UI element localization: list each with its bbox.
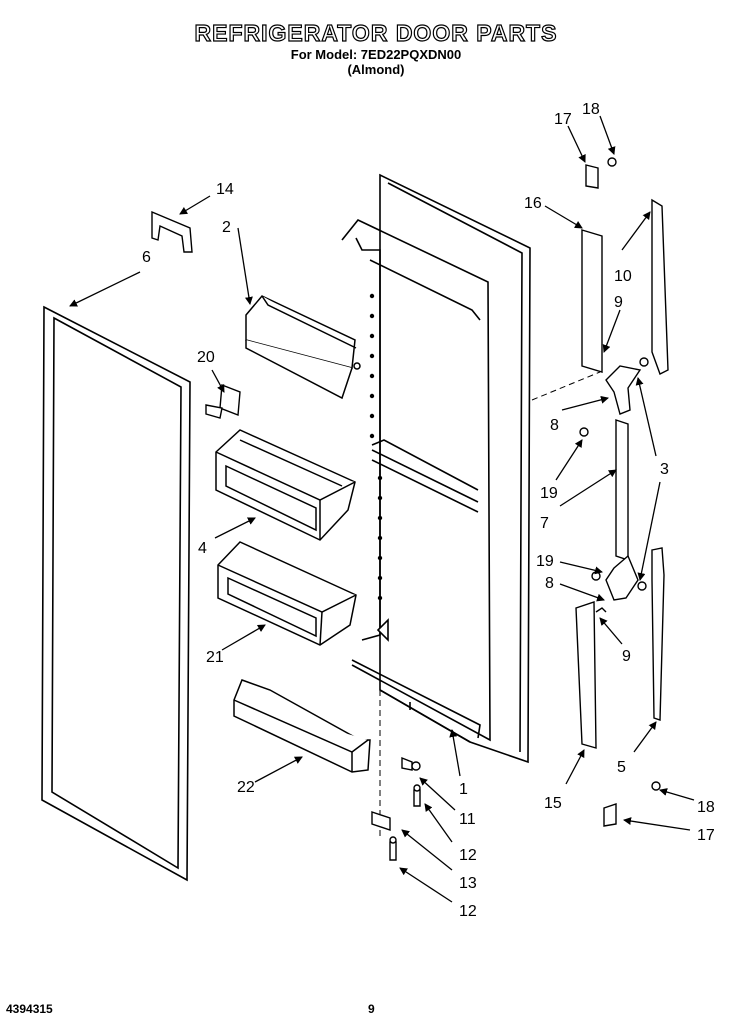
callout-13: 13 (459, 875, 477, 892)
callout-21: 21 (206, 649, 224, 666)
page-number: 9 (368, 1002, 375, 1016)
callout-19b: 19 (536, 553, 554, 570)
door-liner (341, 173, 531, 764)
hinge-axis-line-upper (531, 371, 601, 401)
door-bin-lower (217, 541, 357, 646)
callout-4: 4 (198, 540, 207, 557)
pin (205, 384, 241, 419)
callout-18a: 18 (582, 101, 600, 118)
callout-9a: 9 (614, 294, 623, 311)
callout-10: 10 (614, 268, 632, 285)
bracket (151, 210, 193, 253)
callout-6: 6 (142, 249, 151, 266)
callout-19a: 19 (540, 485, 558, 502)
hardware-parts (371, 157, 669, 861)
callout-17a: 17 (554, 111, 572, 128)
door-bin (215, 429, 356, 541)
callout-7: 7 (540, 515, 549, 532)
color-line: (Almond) (347, 62, 405, 77)
callout-12b: 12 (459, 903, 477, 920)
callout-8b: 8 (545, 575, 554, 592)
callout-20: 20 (197, 349, 215, 366)
door-shelf-holes (369, 293, 383, 601)
callout-22: 22 (237, 779, 255, 796)
callout-3: 3 (660, 461, 669, 478)
callout-16: 16 (524, 195, 542, 212)
door-gasket (41, 305, 191, 882)
callout-1: 1 (459, 781, 468, 798)
callout-17b: 17 (697, 827, 715, 844)
model-line: For Model: 7ED22PQXDN00 (290, 47, 462, 62)
callout-leaders (69, 115, 695, 903)
callout-9b: 9 (622, 648, 631, 665)
callout-11: 11 (459, 811, 476, 828)
dairy-door (245, 295, 361, 400)
callout-8a: 8 (550, 417, 559, 434)
callout-14: 14 (216, 181, 234, 198)
part-number: 4394315 (6, 1002, 53, 1016)
callout-5: 5 (617, 759, 626, 776)
callout-labels: 1 2 3 4 5 6 7 8 8 9 9 10 11 12 12 13 14 … (142, 101, 715, 920)
page-title: REFRIGERATOR DOOR PARTS (194, 19, 558, 46)
callout-15: 15 (544, 795, 562, 812)
callout-2: 2 (222, 219, 231, 236)
door-shelf (233, 679, 371, 773)
callout-12a: 12 (459, 847, 477, 864)
callout-18b: 18 (697, 799, 715, 816)
